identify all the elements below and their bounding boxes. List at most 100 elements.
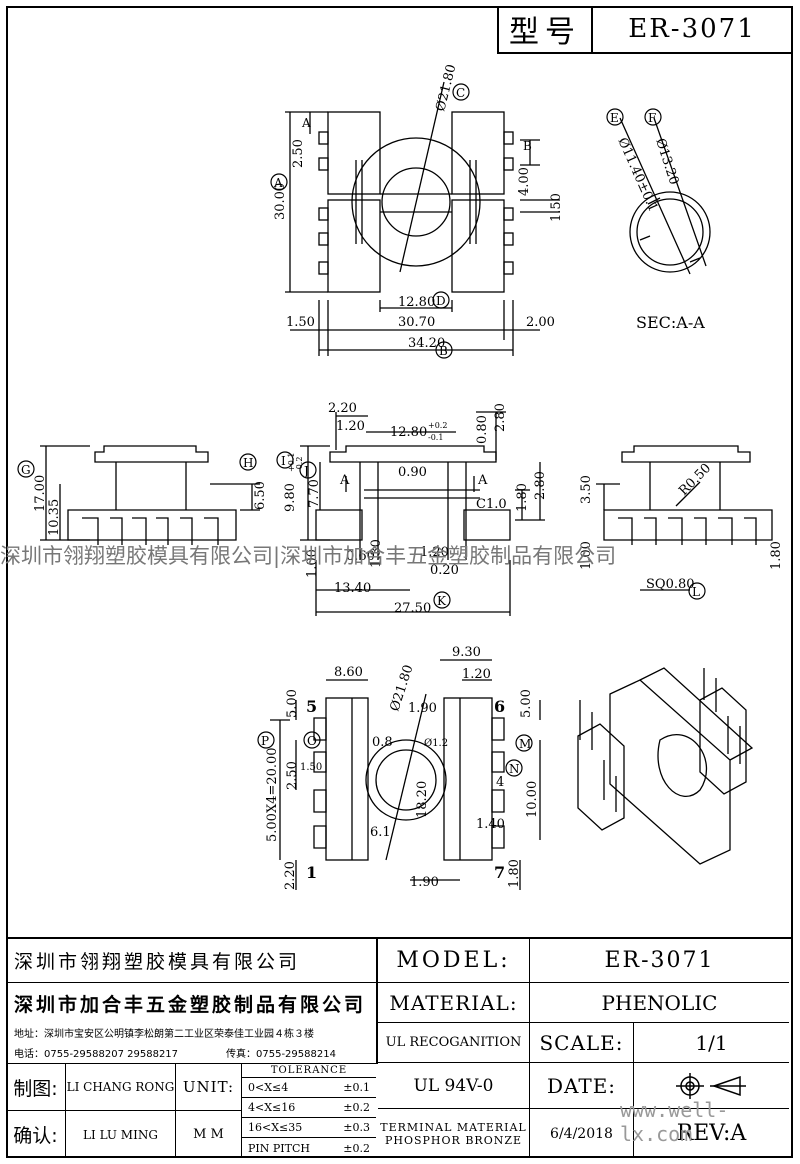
marker: P: [261, 734, 269, 748]
company-fax: 传真：0755-29588214: [226, 1041, 378, 1063]
terminal-label: TERMINAL MATERIAL: [380, 1120, 527, 1134]
drawing-frame: [6, 6, 793, 1158]
dim-text: 5.00: [519, 689, 534, 718]
dim-text: 10.35: [47, 499, 62, 536]
dim-text: 2.80: [493, 403, 508, 432]
dim-text: 1.50: [549, 193, 564, 222]
isometric-view: [577, 667, 754, 865]
dim-text: 4: [496, 775, 504, 790]
dim-text: Ø13.20: [652, 137, 681, 187]
tolerance-row: PIN PITCH±0.2: [242, 1138, 376, 1158]
tolerance-range: 16<X≤35: [248, 1121, 303, 1134]
date-label: DATE:: [530, 1063, 634, 1109]
dim-text: 1.50: [300, 762, 322, 773]
title-block: 深圳市翎翔塑胶模具有限公司 深圳市加合丰五金塑胶制品有限公司 地址：深圳市宝安区…: [6, 937, 793, 1158]
dim-text: 9.80: [283, 483, 298, 512]
tolerance-value: ±0.2: [343, 1101, 370, 1114]
tolerance-value: ±0.2: [343, 1141, 370, 1155]
dim-text: 5.00X4=20.00: [265, 747, 280, 842]
bottom-view: [270, 659, 541, 890]
dim-text: 30.70: [398, 315, 435, 330]
dim-text: 2.80: [533, 471, 548, 500]
dim-text: 0.8: [372, 735, 393, 750]
dim-text: +0.2: [428, 421, 447, 430]
projection-symbol: [634, 1063, 789, 1109]
dim-text: 2.20: [283, 861, 298, 890]
ul-label: UL RECOGANITION: [378, 1023, 530, 1063]
terminal-value: PHOSPHOR BRONZE: [384, 1133, 523, 1147]
tolerance-row: 0<X≤4 ±0.1: [242, 1078, 376, 1098]
drawn-label: 制图:: [6, 1064, 66, 1111]
type-label: 型号: [499, 6, 593, 52]
company-name-1: 深圳市翎翔塑胶模具有限公司: [6, 939, 378, 983]
tolerance-value: ±0.1: [343, 1081, 370, 1094]
unit-label: UNIT:: [176, 1064, 242, 1111]
marker: D: [436, 294, 446, 308]
type-header: 型号 ER-3071: [497, 6, 793, 54]
dim-text: -0.2: [295, 457, 304, 472]
model-label: MODEL:: [378, 939, 530, 983]
company-name-2: 深圳市加合丰五金塑胶制品有限公司: [6, 983, 378, 1023]
pin-number: 5: [306, 697, 317, 716]
top-view: [285, 81, 560, 356]
right-view: [596, 445, 773, 591]
dim-text: 8.60: [334, 665, 363, 680]
check-label: 确认:: [6, 1111, 66, 1158]
marker: A: [477, 473, 488, 488]
dim-text: 1.80: [515, 483, 530, 512]
marker: A: [339, 473, 350, 488]
dim-text: 2.00: [526, 315, 555, 330]
section-caption: SEC:A-A: [636, 313, 705, 332]
ul-value: UL 94V-0: [378, 1063, 530, 1109]
marker: F: [648, 111, 656, 125]
dim-text: 13.40: [334, 581, 371, 596]
dim-text: 1.00: [305, 549, 320, 578]
dim-text: 10.00: [525, 781, 540, 818]
divider: [6, 1063, 378, 1064]
marker: A: [301, 116, 311, 130]
marker: J: [302, 464, 309, 478]
front-view: [40, 445, 260, 545]
marker: K: [437, 594, 447, 608]
drawn-by: LI CHANG RONG: [66, 1064, 176, 1111]
dim-text: 1.00: [579, 541, 594, 570]
dim-text: 1.20: [336, 419, 365, 434]
dim-text: 6.50: [253, 481, 268, 510]
marker: L: [692, 585, 700, 599]
dim-text: R0.50: [676, 461, 714, 499]
watermark-url: www.well-lx.com: [620, 1098, 729, 1146]
dim-text: 3.50: [579, 475, 594, 504]
tolerance-range: 4<X≤16: [248, 1101, 296, 1114]
dim-text: 2.20: [328, 401, 357, 416]
unit-value: M M: [176, 1111, 242, 1158]
marker: H: [243, 456, 253, 470]
dim-text: +0.1: [287, 453, 296, 472]
dim-text: 1.80: [769, 541, 784, 570]
scale-value: 1/1: [634, 1023, 789, 1063]
dim-text: 0.60: [346, 549, 375, 564]
dim-text: 5.00: [285, 689, 300, 718]
marker: O: [307, 734, 317, 748]
marker: G: [21, 463, 31, 477]
dim-text: 17.00: [33, 475, 48, 512]
dim-text: Ø11.40±0.1: [614, 136, 660, 215]
type-value: ER-3071: [628, 14, 756, 44]
dim-text: 2.50: [291, 139, 306, 168]
projection-icon: [675, 1072, 746, 1099]
marker: N: [509, 762, 520, 776]
dim-text: SQ0.80: [646, 577, 695, 592]
dim-text: 0.80: [475, 415, 490, 444]
section-view: [619, 117, 711, 275]
marker: B: [523, 139, 532, 153]
watermark-text: 深圳市翎翔塑胶模具有限公司|深圳市加合丰五金塑胶制品有限公司: [0, 544, 617, 568]
marker: C: [456, 86, 465, 100]
date-value: 6/4/2018: [530, 1109, 634, 1158]
dim-text: 1.20: [420, 545, 449, 560]
dim-text: 7.70: [307, 479, 322, 508]
tolerance-title: TOLERANCE: [242, 1064, 376, 1078]
dim-text: 4.00: [517, 167, 532, 196]
pin-number: 1: [306, 863, 317, 882]
pin-number: 7: [494, 863, 505, 882]
dim-text: 9.30: [452, 645, 481, 660]
tolerance-range: 0<X≤4: [248, 1081, 289, 1094]
